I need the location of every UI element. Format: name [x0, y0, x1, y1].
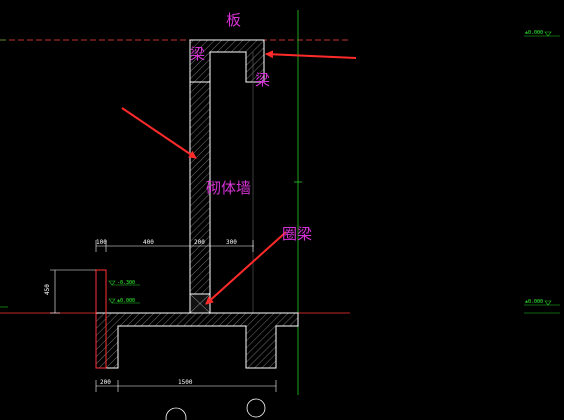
level-markers — [108, 280, 140, 304]
bottom-dimension — [95, 380, 277, 392]
dim-top-mid: 400 — [143, 239, 154, 246]
label-beam-left: 梁 — [190, 45, 205, 63]
dim-height: 450 — [44, 284, 51, 295]
arrow-beam — [265, 50, 357, 59]
level-upper-text: -0.300 — [117, 280, 135, 286]
label-masonry-wall: 砌体墙 — [206, 179, 251, 197]
dim-bottom-mid: 1500 — [178, 379, 193, 386]
dim-top-wall: 200 — [194, 239, 205, 246]
label-beam-right: 梁 — [255, 71, 270, 89]
dim-bottom-left: 200 — [100, 379, 111, 386]
left-post — [95, 269, 107, 369]
right-level-top — [524, 31, 560, 37]
label-slab: 板 — [226, 11, 241, 29]
right-level-top-text: ±0.000 — [525, 30, 543, 36]
axis-bubble-right — [246, 398, 266, 418]
right-level-bottom-text: ±0.000 — [525, 299, 543, 305]
axis-bubble-left — [165, 407, 187, 420]
foundation — [95, 312, 299, 369]
label-ring-beam: 圈梁 — [282, 225, 312, 243]
level-lower-text: ±0.000 — [117, 298, 135, 304]
left-dimension — [50, 269, 96, 314]
arrow-wall — [121, 107, 197, 159]
top-dimension — [95, 240, 254, 252]
arrow-ring-beam — [205, 231, 287, 305]
dim-top-left: 100 — [96, 239, 107, 246]
right-level-bottom — [524, 300, 560, 314]
dim-top-right: 300 — [226, 239, 237, 246]
